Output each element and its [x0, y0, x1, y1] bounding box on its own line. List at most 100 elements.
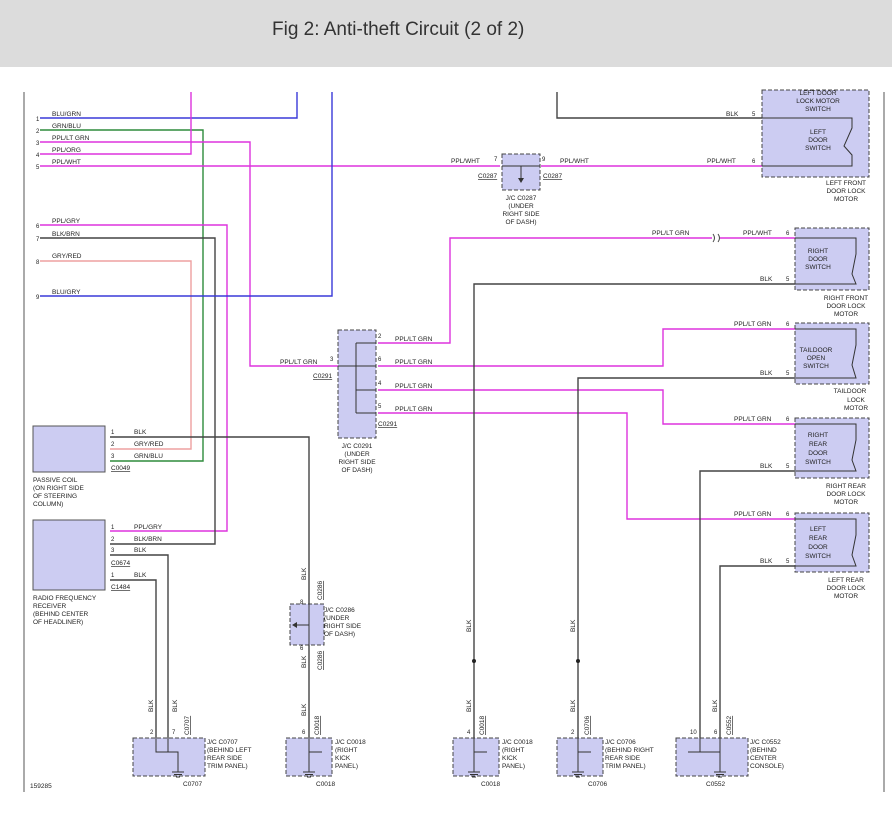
- gb-c0552-desc-4: CONSOLE): [750, 763, 784, 770]
- gb-c0707-conn: C0707: [184, 715, 191, 735]
- wire-rf-blk-3: [110, 554, 169, 738]
- rf-sw-blk-pin: 5: [786, 277, 790, 283]
- bus-label-7: BLK/BRN: [52, 231, 80, 238]
- gb-c0707-desc-2: (BEHIND LEFT: [207, 747, 251, 754]
- lf-top-label-3: SWITCH: [805, 106, 831, 113]
- gb-c0707-desc-4: TRIM PANEL): [207, 763, 248, 770]
- rf-sw-desc-1: RIGHT FRONT: [824, 295, 868, 302]
- gb-c0552-desc-2: (BEHIND: [750, 747, 777, 754]
- td-sig: PPL/LT GRN: [734, 321, 772, 328]
- c0291-out-label-2: PPL/LT GRN: [395, 359, 433, 366]
- bus-pin-9: 9: [36, 295, 40, 301]
- bus-label-2: GRN/BLU: [52, 123, 81, 130]
- gb-c0706-wire-2: BLK: [570, 699, 577, 712]
- c0286-desc-2: (UNDER: [324, 615, 350, 622]
- wire-rf-blk: [473, 283, 795, 738]
- bus-label-5: PPL/WHT: [52, 159, 81, 166]
- rf-desc-4: OF HEADLINER): [33, 619, 83, 626]
- gb-c0018a-pin-1: 6: [302, 730, 306, 736]
- switch-box-left-rear: [794, 512, 870, 573]
- rr-blk-pin: 5: [786, 464, 790, 470]
- lr-blk-pin: 5: [786, 559, 790, 565]
- gb-c0018b-wire-2: BLK: [466, 699, 473, 712]
- diagram-canvas: 1 BLU/GRN 2 GRN/BLU 3 PPL/LT GRN 4 PPL/O…: [0, 67, 892, 808]
- rr-sig: PPL/LT GRN: [734, 416, 772, 423]
- wire-c0291-2: [378, 237, 712, 344]
- gb-c0707-pin-2: 7: [172, 730, 176, 736]
- gb-c0018a-desc-3: KICK: [335, 755, 351, 762]
- gb-c0707-wire-2: BLK: [172, 699, 179, 712]
- wire-blk-578-label: BLK: [570, 619, 577, 632]
- wire-lf-blk: [556, 92, 762, 119]
- lf-desc-2: DOOR LOCK: [826, 188, 866, 195]
- wire-blk-brn: [40, 237, 216, 545]
- rf-wire-3: BLK: [134, 547, 147, 554]
- td-desc-1: TAILDOOR: [834, 388, 867, 395]
- lr-sig-pin: 6: [786, 512, 790, 518]
- gb-c0552-conn: C0552: [726, 715, 733, 735]
- gb-c0707-desc-3: REAR SIDE: [207, 755, 243, 762]
- ground-block-c0707: [132, 737, 206, 777]
- c0291-desc-1: J/C C0291: [342, 443, 373, 450]
- lf-blk-pin: 5: [752, 112, 756, 118]
- bus-pin-6: 6: [36, 224, 40, 230]
- c0287-wire-out: PPL/WHT: [560, 158, 589, 165]
- rf-sw-desc-2: DOOR LOCK: [826, 303, 866, 310]
- c0286-desc-1: J/C C0286: [324, 607, 355, 614]
- rf-sw-name-3: SWITCH: [805, 264, 831, 271]
- bus-label-8: GRY/RED: [52, 253, 82, 260]
- gb-c0707-pin-1: 2: [150, 730, 154, 736]
- ground-block-c0552: [675, 737, 749, 777]
- c0287-pin-out: 9: [542, 157, 546, 163]
- switch-box-taildoor: [794, 322, 870, 385]
- gb-c0706-conn-bottom: C0706: [588, 781, 608, 788]
- bus-label-9: BLU/GRY: [52, 289, 81, 296]
- c0291-desc-3: RIGHT SIDE: [338, 459, 376, 466]
- rf-sw-blk: BLK: [760, 276, 773, 283]
- gb-c0552-conn-bottom: C0552: [706, 781, 726, 788]
- td-desc-2: LOCK: [847, 397, 865, 404]
- switch-box-left-front: [761, 89, 870, 178]
- coil-desc-1: PASSIVE COIL: [33, 477, 78, 484]
- c0291-out-pin-4: 5: [378, 404, 382, 410]
- rf-sw-name-2: DOOR: [808, 256, 828, 263]
- gb-c0018a-desc-2: (RIGHT: [335, 747, 357, 754]
- bus-label-4: PPL/ORG: [52, 147, 81, 154]
- lf-name-2: DOOR: [808, 137, 828, 144]
- td-name-1: TAILDOOR: [800, 347, 833, 354]
- td-blk-pin: 5: [786, 371, 790, 377]
- c0287-desc-3: RIGHT SIDE: [502, 211, 540, 218]
- coil-desc-2: (ON RIGHT SIDE: [33, 485, 84, 492]
- lf-desc-1: LEFT FRONT: [826, 180, 866, 187]
- rr-name-1: RIGHT: [808, 432, 828, 439]
- c0286-pin-bottom: 6: [300, 646, 304, 652]
- lf-name-1: LEFT: [810, 129, 826, 136]
- coil-wire-3: GRN/BLU: [134, 453, 163, 460]
- passive-coil-box: [32, 425, 106, 473]
- gb-c0018a-desc-4: PANEL): [335, 763, 358, 770]
- coil-desc-3: OF STEERING: [33, 493, 77, 500]
- coil-pin-1: 1: [111, 430, 115, 436]
- coil-connector: C0049: [111, 465, 131, 472]
- coil-wire-1: BLK: [134, 429, 147, 436]
- ground-block-c0706: [556, 737, 604, 777]
- bus-label-1: BLU/GRN: [52, 111, 81, 118]
- wire-gry-red: [40, 260, 192, 450]
- gb-c0552-wire-1: BLK: [712, 699, 719, 712]
- wire-coil-blk: [110, 436, 310, 604]
- c0287-desc-4: OF DASH): [505, 219, 536, 226]
- gb-c0018a-conn: C0018: [314, 715, 321, 735]
- lr-name-4: SWITCH: [805, 553, 831, 560]
- rr-sig-pin: 6: [786, 417, 790, 423]
- bus-pin-4: 4: [36, 153, 40, 159]
- rr-blk: BLK: [760, 463, 773, 470]
- wire-tail-blk: [577, 377, 795, 738]
- wire-rf-blk-1: [110, 579, 157, 738]
- rf-desc-1: RADIO FREQUENCY: [33, 595, 97, 602]
- rf-sw-sig-left: PPL/LT GRN: [652, 230, 690, 237]
- c0291-out-pin-3: 4: [378, 381, 382, 387]
- c0287-conn-left: C0287: [478, 173, 498, 180]
- coil-desc-4: COLUMN): [33, 501, 63, 508]
- gb-c0706-conn: C0706: [584, 715, 591, 735]
- c0287-desc-1: J/C C0287: [506, 195, 537, 202]
